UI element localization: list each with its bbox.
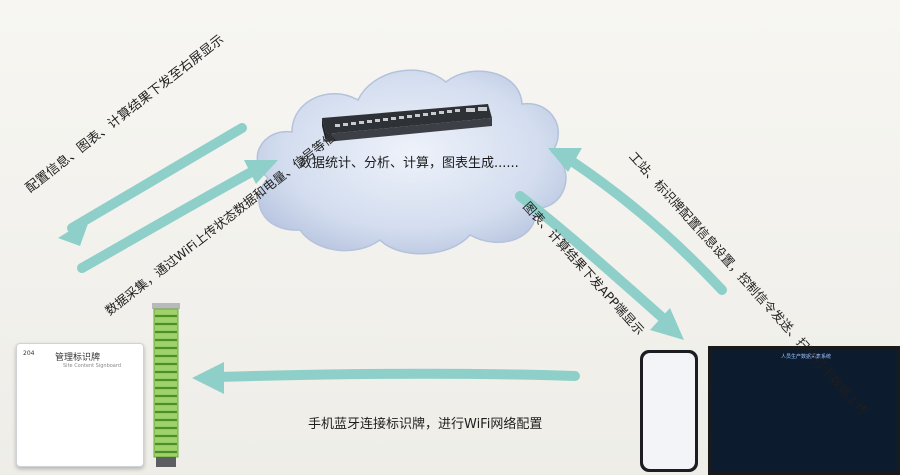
sign-tag: 204 [23,350,35,357]
arrow-cloud-to-sign [67,123,247,233]
arrow-cloud-to-app-head [650,308,684,340]
arrow-cloud-to-sign-head [58,218,90,246]
sign-subtitle: Site Content Signboard [63,363,122,369]
arrow-sign-to-cloud-head [244,160,278,184]
arrow-sign-to-cloud [77,165,260,273]
monitor-dashboard-device: 人员生产数据采集系统 [708,346,900,475]
arrow-cloud-to-app [515,191,670,325]
sign-title: 管理标识牌 [55,353,101,363]
label-phone-to-sign: 手机蓝牙连接标识牌，进行WiFi网络配置 [308,417,543,432]
phone-screen [643,353,695,469]
arrow-phone-to-sign [213,368,580,382]
monitor-title: 人员生产数据采集系统 [781,354,832,360]
arrow-app-to-cloud [565,155,727,295]
arrow-app-to-cloud-head [548,148,582,172]
network-switch-icon [322,104,492,142]
signboard-device: 管理标识牌 Site Content Signboard 204 [16,343,144,467]
arrow-phone-to-sign-head [192,362,224,394]
smartphone-device [640,350,698,472]
tower-light-graphic [152,303,180,467]
cloud-label: 数据统计、分析、计算，图表生成...... [299,156,519,171]
